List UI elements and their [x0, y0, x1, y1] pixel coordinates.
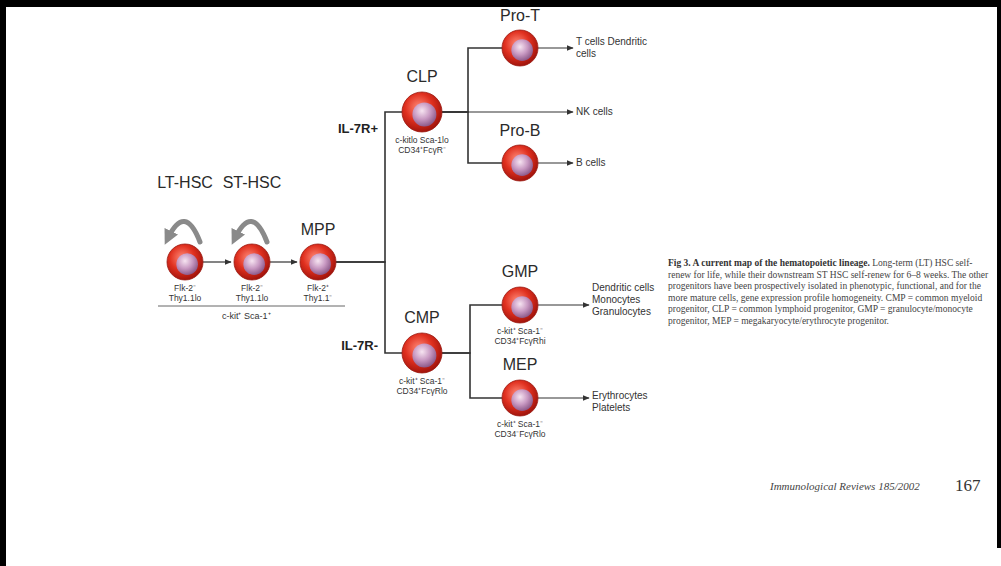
frame-bar — [0, 0, 6, 566]
cell-type-output: B cells — [576, 157, 648, 169]
cell-name: LT-HSC — [157, 174, 213, 192]
cell-name: MEP — [503, 356, 538, 374]
cell-body — [502, 287, 538, 323]
cell-node: CLPc-kitlo Sca-1lo CD34⁺FcγR⁻ — [402, 92, 442, 132]
cell-name: Pro-T — [500, 7, 540, 25]
cell-node: CMPc-kit⁺ Sca-1⁻ CD34⁺FcγRlo — [402, 333, 442, 373]
cell-nucleus — [309, 253, 331, 275]
cell-name: Pro-B — [500, 122, 541, 140]
self-renew-arrow — [235, 221, 267, 242]
cell-nucleus — [511, 39, 533, 61]
output-text: Erythrocytes Platelets — [592, 390, 664, 414]
cell-body — [502, 145, 538, 181]
marker-phenotype: Flk-2⁻ Thy1.1lo — [165, 283, 205, 303]
caption-text: Long-term (LT) HSC self-renew for life, … — [668, 258, 988, 326]
cell-icon — [502, 30, 538, 66]
receptor-label: IL-7R- — [341, 338, 378, 353]
cell-icon — [234, 244, 270, 280]
output-text: NK cells — [576, 106, 648, 118]
cell-type-output: T cells Dendritic cells — [576, 36, 648, 60]
cell-nucleus — [511, 389, 533, 411]
cell-icon — [502, 380, 538, 416]
lineage-connector — [538, 47, 573, 48]
cell-name: MPP — [301, 221, 336, 239]
caption-title: Fig 3. A current map of the hematopoieti… — [668, 258, 870, 268]
cell-nucleus — [412, 102, 436, 126]
cell-icon — [300, 244, 336, 280]
lineage-connector — [336, 112, 402, 262]
cell-nucleus — [243, 253, 265, 275]
cell-body — [502, 30, 538, 66]
phenotype-label: c-kit⁺ Sca-1⁺ — [222, 309, 271, 322]
cell-node: Pro-B — [502, 145, 538, 181]
lineage-connector — [442, 48, 502, 112]
lineage-connector — [538, 162, 573, 163]
figure-caption: Fig 3. A current map of the hematopoieti… — [668, 258, 993, 328]
cell-icon — [502, 287, 538, 323]
cell-type-output: Erythrocytes Platelets — [592, 390, 664, 414]
output-text: T cells Dendritic cells — [576, 36, 648, 60]
cell-body — [402, 92, 442, 132]
cell-nucleus — [412, 343, 436, 367]
lineage-connector — [442, 112, 502, 163]
lineage-connector — [442, 353, 502, 398]
marker-phenotype: Flk-2⁻ Thy1.1lo — [232, 283, 272, 303]
lineage-connector — [203, 261, 231, 262]
cell-nucleus — [176, 253, 198, 275]
cell-body — [502, 380, 538, 416]
page-number: 167 — [955, 476, 981, 496]
marker-phenotype: c-kit⁺ Sca-1⁻ CD34⁻FcγRlo — [488, 419, 552, 439]
cell-type-output: Dendritic cells Monocytes Granulocytes — [592, 282, 664, 318]
receptor-label: IL-7R+ — [338, 121, 378, 136]
cell-nucleus — [511, 296, 533, 318]
cell-body — [402, 333, 442, 373]
cell-icon — [402, 92, 442, 132]
lineage-connector — [442, 305, 502, 353]
cell-name: ST-HSC — [223, 174, 282, 192]
marker-phenotype: c-kit⁺ Sca-1⁻ CD34⁺FcγRhi — [488, 326, 552, 346]
cell-node: ST-HSCFlk-2⁻ Thy1.1lo — [234, 244, 270, 280]
cell-node: Pro-T — [502, 30, 538, 66]
frame-bar — [0, 0, 1001, 7]
output-text: B cells — [576, 157, 648, 169]
cell-body — [234, 244, 270, 280]
lineage-connector — [538, 304, 589, 305]
cell-body — [167, 244, 203, 280]
cell-name: CLP — [406, 68, 437, 86]
cell-type-output: NK cells — [576, 106, 648, 118]
self-renew-arrow — [168, 221, 200, 242]
lineage-connector — [538, 397, 589, 398]
output-text: Dendritic cells Monocytes Granulocytes — [592, 282, 664, 318]
cell-icon — [167, 244, 203, 280]
cell-node: LT-HSCFlk-2⁻ Thy1.1lo — [167, 244, 203, 280]
cell-body — [300, 244, 336, 280]
lineage-connector — [270, 261, 297, 262]
cell-node: MEPc-kit⁺ Sca-1⁻ CD34⁻FcγRlo — [502, 380, 538, 416]
bracket-line — [158, 306, 345, 307]
frame-bar — [997, 0, 1001, 548]
cell-nucleus — [511, 154, 533, 176]
marker-phenotype: Flk-2⁺ Thy1.1⁻ — [298, 283, 338, 303]
cell-node: GMPc-kit⁺ Sca-1⁻ CD34⁺FcγRhi — [502, 287, 538, 323]
cell-node: MPPFlk-2⁺ Thy1.1⁻ — [300, 244, 336, 280]
cell-icon — [502, 145, 538, 181]
cell-icon — [402, 333, 442, 373]
cell-name: CMP — [404, 309, 440, 327]
marker-phenotype: c-kit⁺ Sca-1⁻ CD34⁺FcγRlo — [390, 376, 454, 396]
lineage-connector — [336, 262, 402, 353]
cell-name: GMP — [502, 263, 538, 281]
marker-phenotype: c-kitlo Sca-1lo CD34⁺FcγR⁻ — [390, 135, 454, 155]
journal-footer: Immunological Reviews 185/2002 — [770, 480, 920, 492]
